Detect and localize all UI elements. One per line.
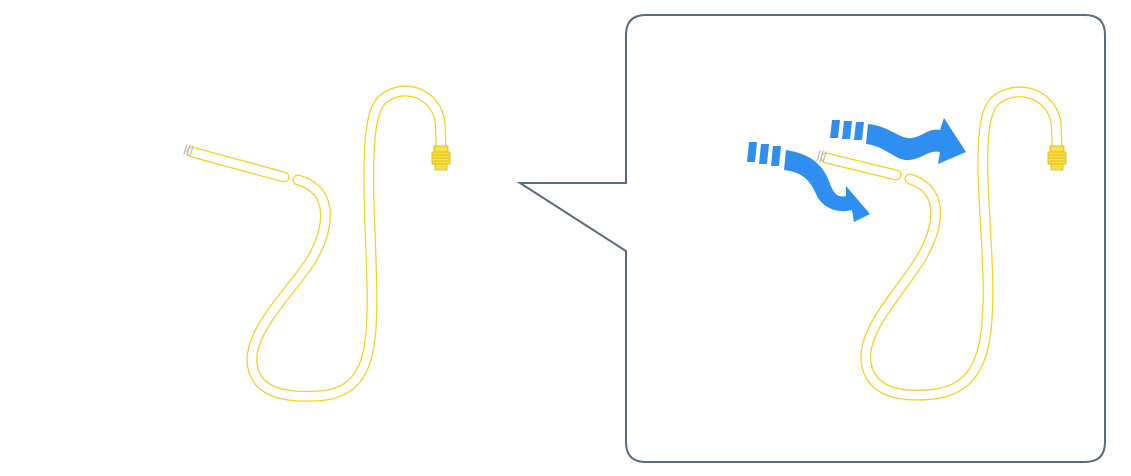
- connector-fitting: [431, 145, 451, 171]
- tube-tip-end: [183, 144, 194, 157]
- tube-assembly-detail: [816, 86, 1067, 401]
- detail-connector-fitting: [1047, 145, 1067, 171]
- flow-arrow-lower-icon: [747, 142, 870, 222]
- detail-tube-tip-end: [816, 150, 827, 163]
- tube-body: [186, 85, 447, 402]
- zoom-callout-bubble: [516, 14, 1106, 463]
- tube-assembly-overview: [183, 85, 451, 402]
- detail-tube-body: [820, 86, 1063, 401]
- flow-arrow-upper-icon: [830, 118, 966, 164]
